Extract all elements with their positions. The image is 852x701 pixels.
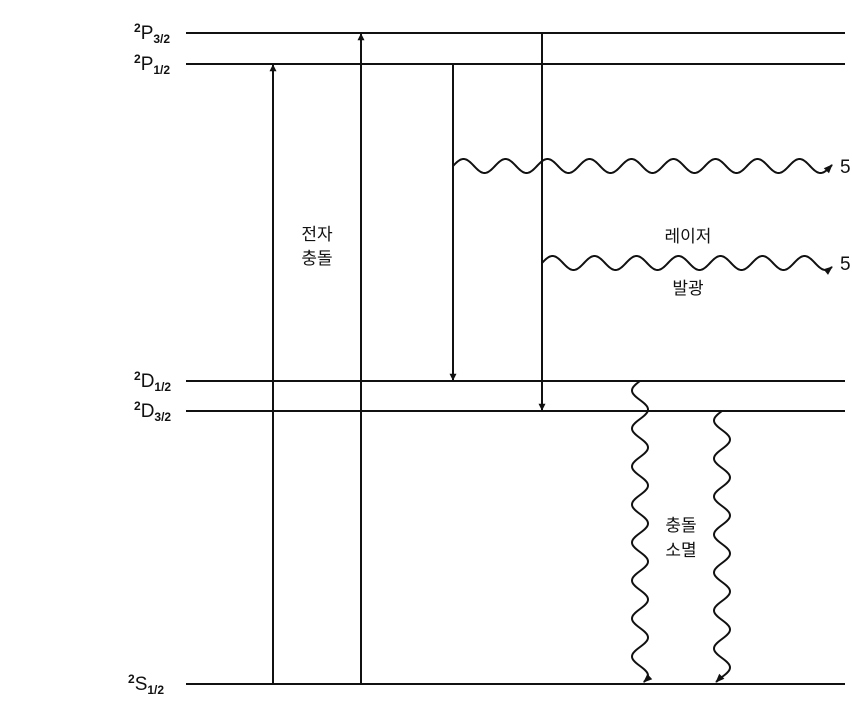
electron-collision-label-line2: 충돌	[301, 249, 332, 269]
emission-value-lower: 5	[840, 254, 851, 275]
laser-emission-wave-upper	[452, 158, 833, 174]
emission-value-upper: 5	[840, 157, 851, 178]
level-label-d12: 2D1/2	[134, 369, 171, 394]
level-label-d32: 2D3/2	[134, 399, 171, 424]
laser-emission-wave-lower	[541, 255, 833, 275]
quench-wave-d12-to-s	[631, 380, 653, 683]
electron-collision-label-line1: 전자	[301, 225, 333, 245]
level-label-p32: 2P3/2	[134, 21, 170, 46]
collisional-quench-label-line2: 소멸	[665, 541, 696, 561]
collisional-quench-label-line1: 충돌	[665, 516, 696, 536]
level-label-s12: 2S1/2	[128, 672, 164, 697]
quench-wave-d32-to-s	[713, 410, 731, 683]
level-label-p12: 2P1/2	[134, 52, 170, 77]
laser-emission-label-line2: 발광	[672, 279, 703, 299]
laser-emission-label-line1: 레이저	[665, 227, 712, 247]
